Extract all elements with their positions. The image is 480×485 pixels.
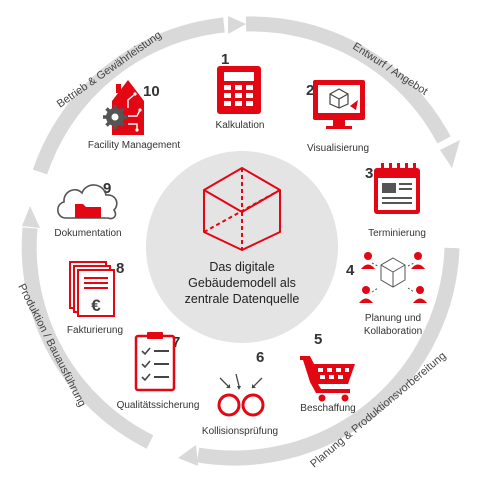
ring-arrowhead-3 xyxy=(22,206,40,228)
building-model-icon xyxy=(203,167,281,251)
shopping-cart-icon xyxy=(300,356,355,402)
step-3: 3 Terminierung xyxy=(365,163,426,239)
ring-arrowhead-1 xyxy=(440,140,460,168)
step-6-number: 6 xyxy=(256,349,264,366)
step-2: 2 Visualisierung xyxy=(306,80,369,154)
step-9-label: Dokumentation xyxy=(54,228,121,239)
step-9: 9 Dokumentation xyxy=(54,180,121,239)
step-3-number: 3 xyxy=(365,165,373,182)
step-1-label: Kalkulation xyxy=(216,120,265,131)
step-10-label: Facility Management xyxy=(88,140,180,151)
step-4-number: 4 xyxy=(346,262,355,279)
collaboration-icon xyxy=(359,252,427,303)
step-4-label-line2: Kollaboration xyxy=(364,326,422,337)
step-7-label: Qualitätssicherung xyxy=(117,400,200,411)
step-10: 10 Facility Management xyxy=(88,80,180,151)
step-8-number: 8 xyxy=(116,260,124,277)
ring-segment-entwurf xyxy=(245,16,451,144)
center-text-line2: Gebäudemodell als xyxy=(188,276,296,290)
ring-arrowhead-4 xyxy=(228,16,246,34)
step-8: 8 € Fakturierung xyxy=(67,260,124,336)
calendar-icon xyxy=(374,163,420,214)
step-10-number: 10 xyxy=(143,83,160,100)
center-hub: Das digitale Gebäudemodell als zentrale … xyxy=(146,151,338,343)
step-7-number: 7 xyxy=(172,334,180,351)
smart-building-icon xyxy=(103,80,144,135)
cloud-folder-icon xyxy=(57,184,118,220)
step-6-label: Kollisionsprüfung xyxy=(202,426,278,437)
step-6: 6 Kollisionsprüfung xyxy=(202,349,278,437)
step-1: 1 Kalkulation xyxy=(216,51,265,131)
svg-text:€: € xyxy=(91,296,101,315)
ring-segment-betrieb xyxy=(32,17,225,175)
monitor-icon xyxy=(313,80,365,129)
step-5-label: Beschaffung xyxy=(300,403,355,414)
ring-segment-planung xyxy=(196,247,460,466)
ring-arrowheads xyxy=(22,16,460,466)
collision-icon xyxy=(217,373,265,417)
step-4: 4 Planung und Kollaboration xyxy=(346,252,427,337)
step-2-label: Visualisierung xyxy=(307,143,369,154)
ring-segment-produktion xyxy=(21,227,154,449)
step-8-label: Fakturierung xyxy=(67,325,123,336)
ring-arrowhead-2 xyxy=(178,445,198,466)
step-5: 5 Beschaffung xyxy=(300,331,356,414)
step-5-number: 5 xyxy=(314,331,322,348)
gear-icon xyxy=(103,105,127,129)
step-4-label-line1: Planung und xyxy=(365,313,421,324)
step-3-label: Terminierung xyxy=(368,228,426,239)
step-2-number: 2 xyxy=(306,82,314,99)
center-text-line3: zentrale Datenquelle xyxy=(185,292,300,306)
calculator-icon xyxy=(217,66,261,114)
checklist-icon xyxy=(134,332,176,392)
invoice-icon: € xyxy=(69,261,115,317)
step-1-number: 1 xyxy=(221,51,229,68)
center-text-line1: Das digitale xyxy=(209,260,274,274)
step-7: 7 Qualitätssicherung xyxy=(117,332,200,411)
outer-ring xyxy=(21,16,460,466)
step-9-number: 9 xyxy=(103,180,111,197)
